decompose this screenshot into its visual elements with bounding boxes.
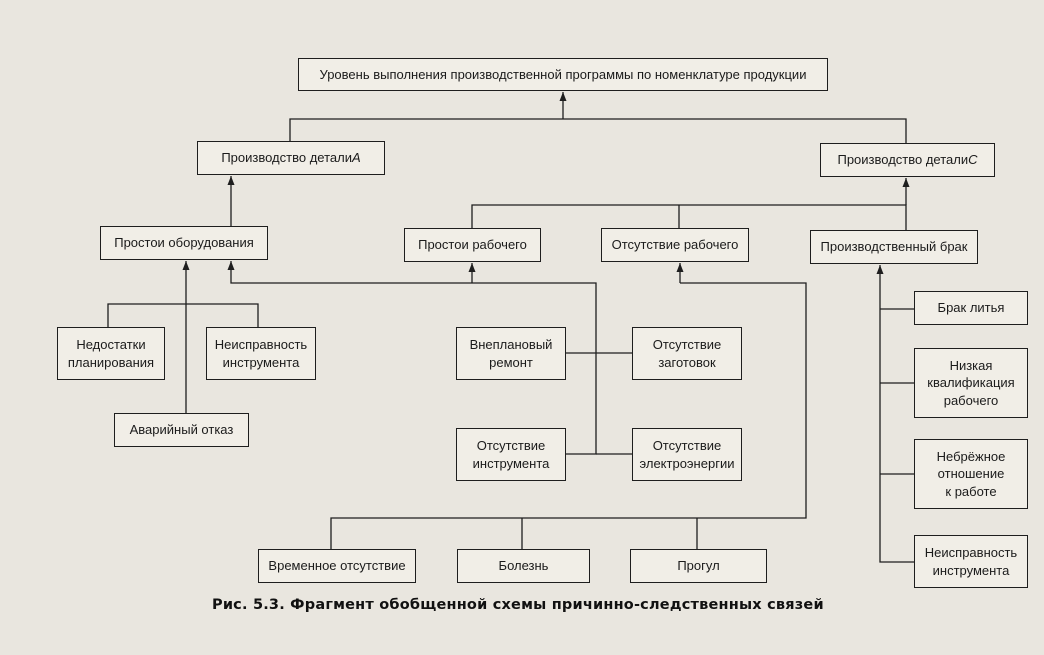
connector-prod-c-bus [471,204,907,230]
connector-defect-causes [879,265,914,563]
node-emergency: Аварийный отказ [114,413,249,447]
node-low-qualification: Низкая квалификация рабочего [914,348,1028,418]
node-tool-fault: Неисправность инструмента [206,327,316,380]
node-absence-worker: Отсутствие рабочего [601,228,749,262]
node-prod-c: Производство детали С [820,143,995,177]
node-tool-fault-2: Неисправность инструмента [914,535,1028,588]
node-planning-flaws: Недостатки планирования [57,327,165,380]
node-level: Уровень выполнения производственной прог… [298,58,828,91]
connector-level-bus [289,118,907,143]
arrow-to-idle-worker [468,263,476,272]
node-illness: Болезнь [457,549,590,583]
arrow-to-absence-worker [676,263,684,272]
arrow-idle-equipment-from-bus [227,261,235,270]
node-idle-equipment: Простои оборудования [100,226,268,260]
node-prod-a: Производство детали А [197,141,385,175]
node-idle-worker: Простои рабочего [404,228,541,262]
arrow-to-prod-c [902,178,910,187]
arrow-to-prod-a [227,176,235,185]
connector-equipment-causes [107,303,259,327]
node-truancy: Прогул [630,549,767,583]
arrow-to-defect [876,265,884,274]
node-no-tool: Отсутствие инструмента [456,428,566,481]
figure-caption: Рис. 5.3. Фрагмент обобщенной схемы прич… [212,597,824,613]
node-no-power: Отсутствие электроэнергии [632,428,742,481]
node-label: Производство детали [221,150,352,166]
node-no-blanks: Отсутствие заготовок [632,327,742,380]
connector-worker-causes [230,261,597,455]
connector-absence-causes [330,282,807,549]
arrow-to-idle-equipment [182,261,190,270]
node-careless: Небрёжное отношение к работе [914,439,1028,509]
node-temp-absence: Временное отсутствие [258,549,416,583]
arrow-to-level [559,92,567,101]
node-defect: Производственный брак [810,230,978,264]
node-label: Производство детали [837,152,969,168]
node-label-variable: С [968,152,978,168]
node-label-variable: А [351,150,361,166]
node-unplanned-repair: Внеплановый ремонт [456,327,566,380]
node-casting-defect: Брак литья [914,291,1028,325]
